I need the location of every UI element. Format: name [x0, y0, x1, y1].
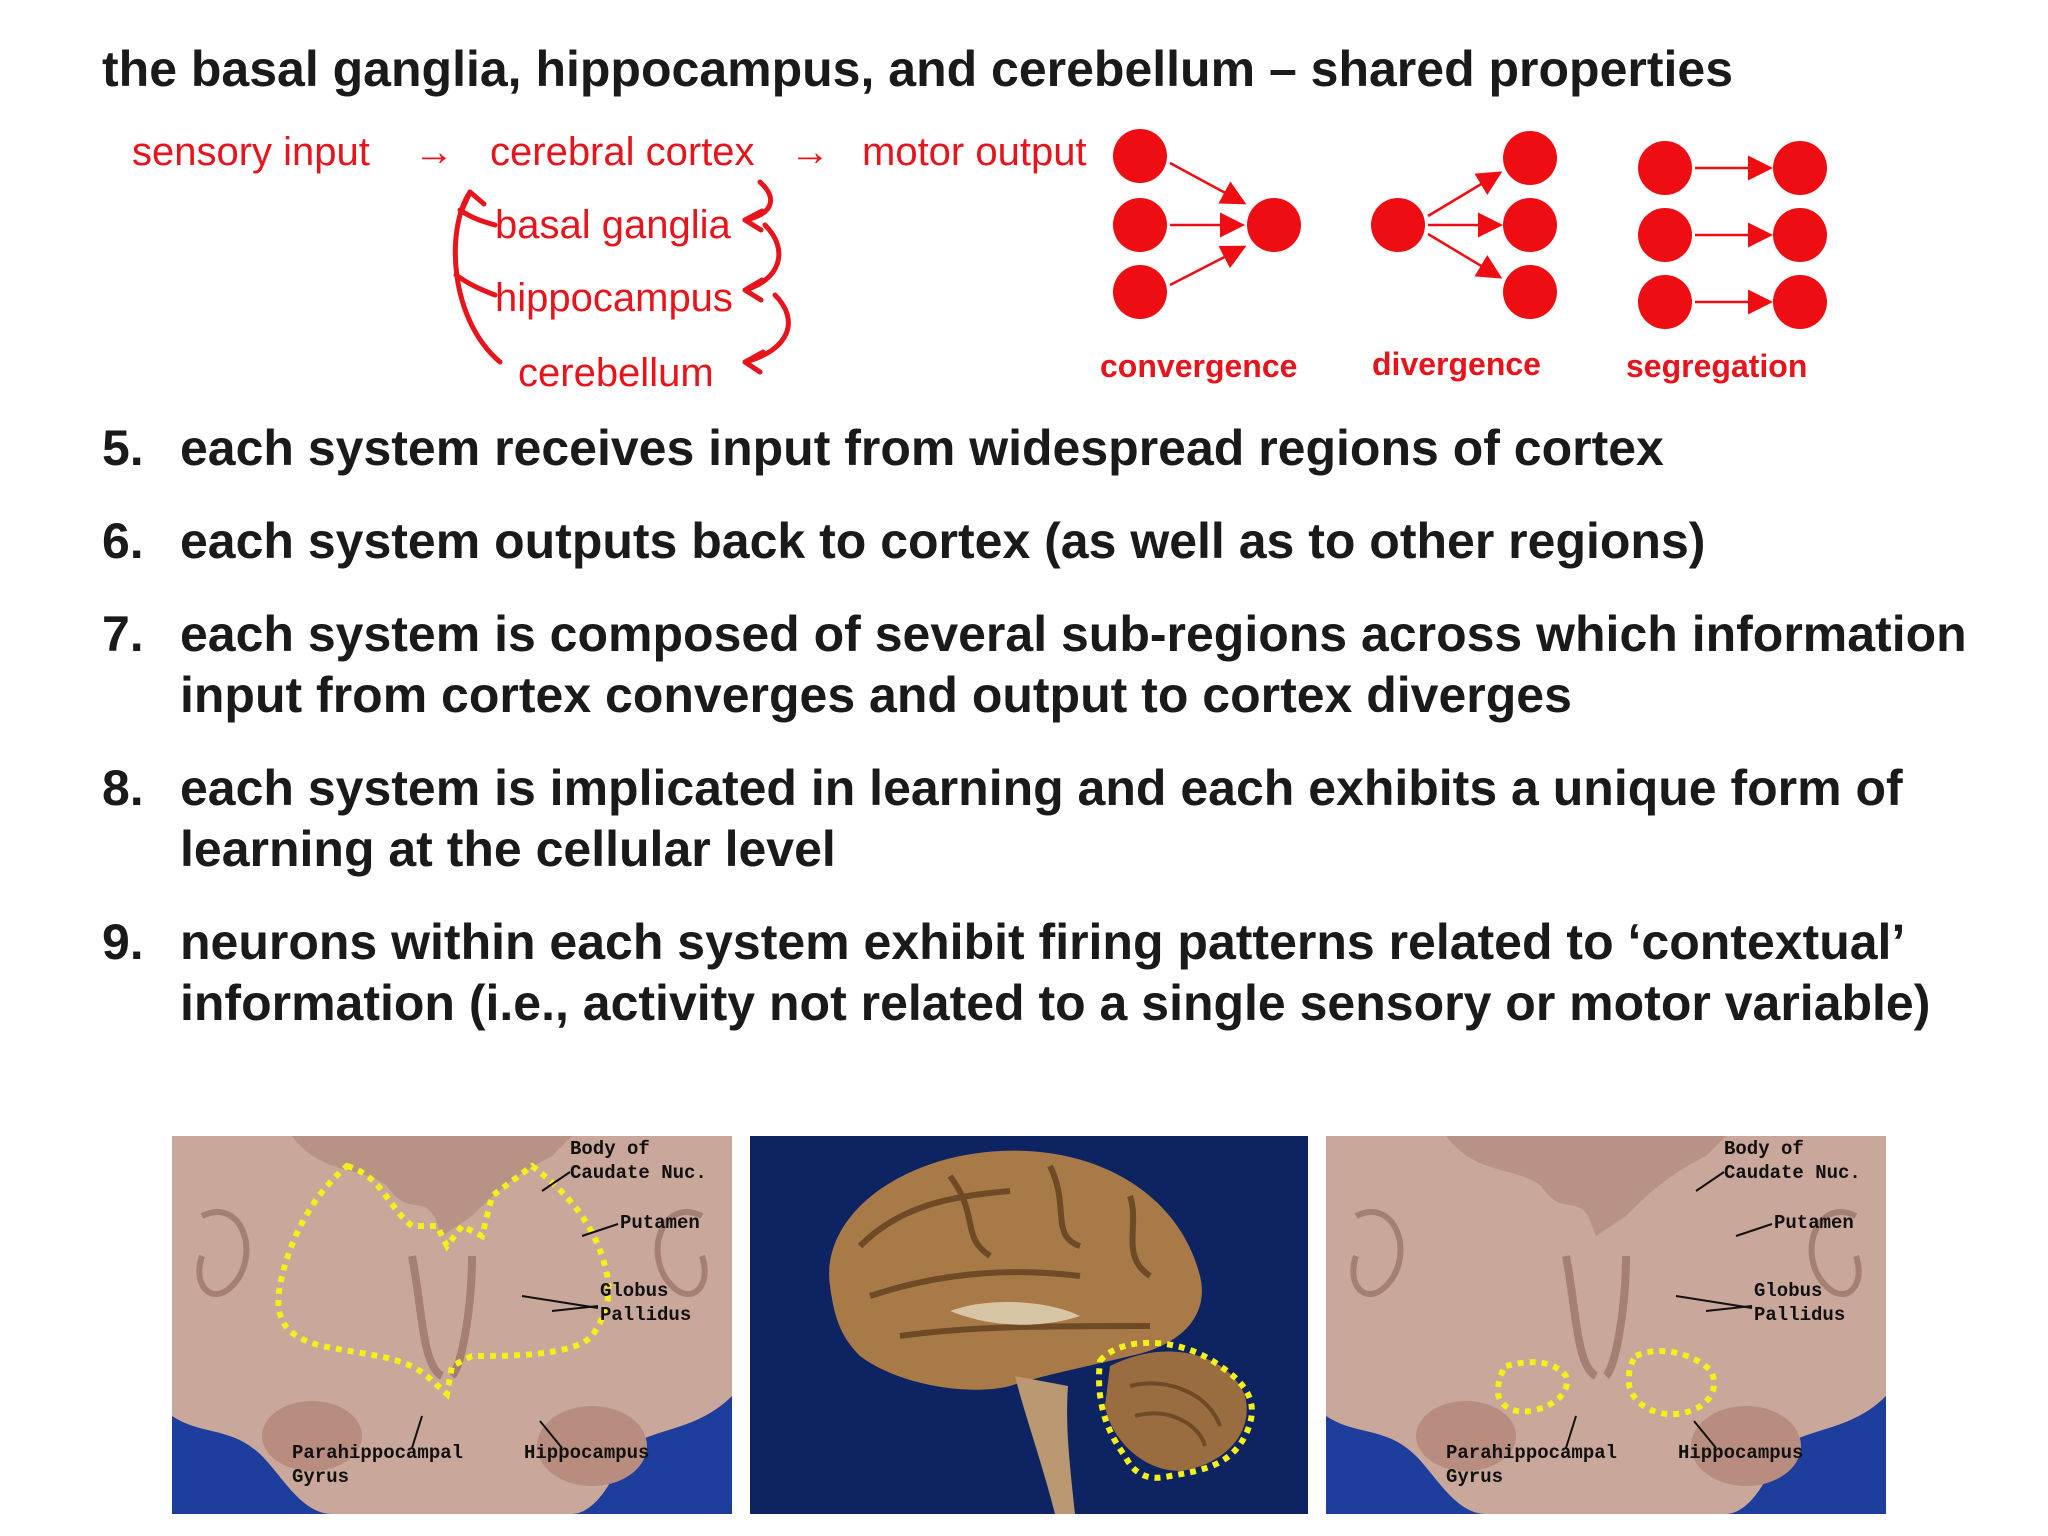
- network-diagrams: [1113, 129, 1827, 329]
- segregation-input-node: [1638, 208, 1692, 262]
- arrow-right-icon: →: [790, 130, 830, 174]
- cerebellum-sagittal-image: [750, 1136, 1308, 1514]
- label-hippocampus: Hippocampus: [524, 1442, 649, 1464]
- label-pallidus: Pallidus: [1754, 1304, 1845, 1326]
- label-caudate: Caudate Nuc.: [1724, 1162, 1861, 1184]
- label-pallidus: Pallidus: [600, 1304, 691, 1326]
- label-putamen: Putamen: [1774, 1212, 1854, 1234]
- segregation-label: segregation: [1626, 348, 1808, 384]
- property-number: 7.: [102, 606, 144, 662]
- segregation-output-node: [1773, 141, 1827, 195]
- hippocampus-label: hippocampus: [495, 276, 733, 320]
- convergence-label: convergence: [1100, 348, 1298, 384]
- cerebellum-outline: [1096, 1339, 1255, 1481]
- label-hippocampus: Hippocampus: [1678, 1442, 1803, 1464]
- basal-ganglia-outline: [275, 1162, 612, 1400]
- divergence-label: divergence: [1372, 346, 1541, 382]
- label-body-of: Body of: [570, 1138, 650, 1160]
- segregation-output-node: [1773, 208, 1827, 262]
- property-item: 5. each system receives input from wides…: [102, 418, 2002, 479]
- label-body-of: Body of: [1724, 1138, 1804, 1160]
- label-putamen: Putamen: [620, 1212, 700, 1234]
- divergence-output-node: [1503, 265, 1557, 319]
- property-number: 9.: [102, 914, 144, 970]
- arrow-right-icon: →: [414, 130, 454, 174]
- hippocampus-outline-right: [1625, 1348, 1718, 1418]
- label-parahippocampal: Parahippocampal: [1446, 1442, 1617, 1464]
- divergence-output-node: [1503, 131, 1557, 185]
- property-text: each system is implicated in learning an…: [180, 760, 1903, 877]
- segregation-input-node: [1638, 141, 1692, 195]
- basal-ganglia-section-image: Body of Caudate Nuc. Putamen Globus Pall…: [172, 1136, 732, 1514]
- label-globus: Globus: [1754, 1280, 1822, 1302]
- loop-arrows: [452, 179, 791, 375]
- convergence-input-node: [1113, 265, 1167, 319]
- sensory-input-label: sensory input: [132, 130, 370, 174]
- label-parahippocampal: Parahippocampal: [292, 1442, 463, 1464]
- slide-title: the basal ganglia, hippocampus, and cere…: [102, 41, 1734, 97]
- property-text: neurons within each system exhibit firin…: [180, 914, 1931, 1031]
- segregation-input-node: [1638, 275, 1692, 329]
- property-text: each system receives input from widespre…: [180, 420, 1664, 476]
- hippocampus-outline-left: [1494, 1359, 1570, 1415]
- convergence-input-node: [1113, 198, 1167, 252]
- segregation-output-node: [1773, 275, 1827, 329]
- motor-output-label: motor output: [862, 130, 1087, 174]
- label-gyrus: Gyrus: [1446, 1466, 1503, 1488]
- cerebral-cortex-label: cerebral cortex: [490, 130, 755, 174]
- convergence-input-node: [1113, 129, 1167, 183]
- property-text: each system is composed of several sub-r…: [180, 606, 1967, 723]
- label-caudate: Caudate Nuc.: [570, 1162, 707, 1184]
- property-number: 5.: [102, 420, 144, 476]
- property-text: each system outputs back to cortex (as w…: [180, 513, 1706, 569]
- basal-ganglia-label: basal ganglia: [495, 203, 731, 247]
- convergence-output-node: [1247, 198, 1301, 252]
- cerebellum-label: cerebellum: [518, 351, 714, 395]
- properties-list: 5. each system receives input from wides…: [102, 418, 2002, 1066]
- label-globus: Globus: [600, 1280, 668, 1302]
- hippocampus-section-image: Body of Caudate Nuc. Putamen Globus Pall…: [1326, 1136, 1886, 1514]
- property-number: 6.: [102, 513, 144, 569]
- divergence-output-node: [1503, 198, 1557, 252]
- property-item: 7. each system is composed of several su…: [102, 604, 2002, 726]
- property-item: 8. each system is implicated in learning…: [102, 758, 2002, 880]
- property-item: 9. neurons within each system exhibit fi…: [102, 912, 2002, 1034]
- property-item: 6. each system outputs back to cortex (a…: [102, 511, 2002, 572]
- property-number: 8.: [102, 760, 144, 816]
- label-gyrus: Gyrus: [292, 1466, 349, 1488]
- divergence-input-node: [1371, 198, 1425, 252]
